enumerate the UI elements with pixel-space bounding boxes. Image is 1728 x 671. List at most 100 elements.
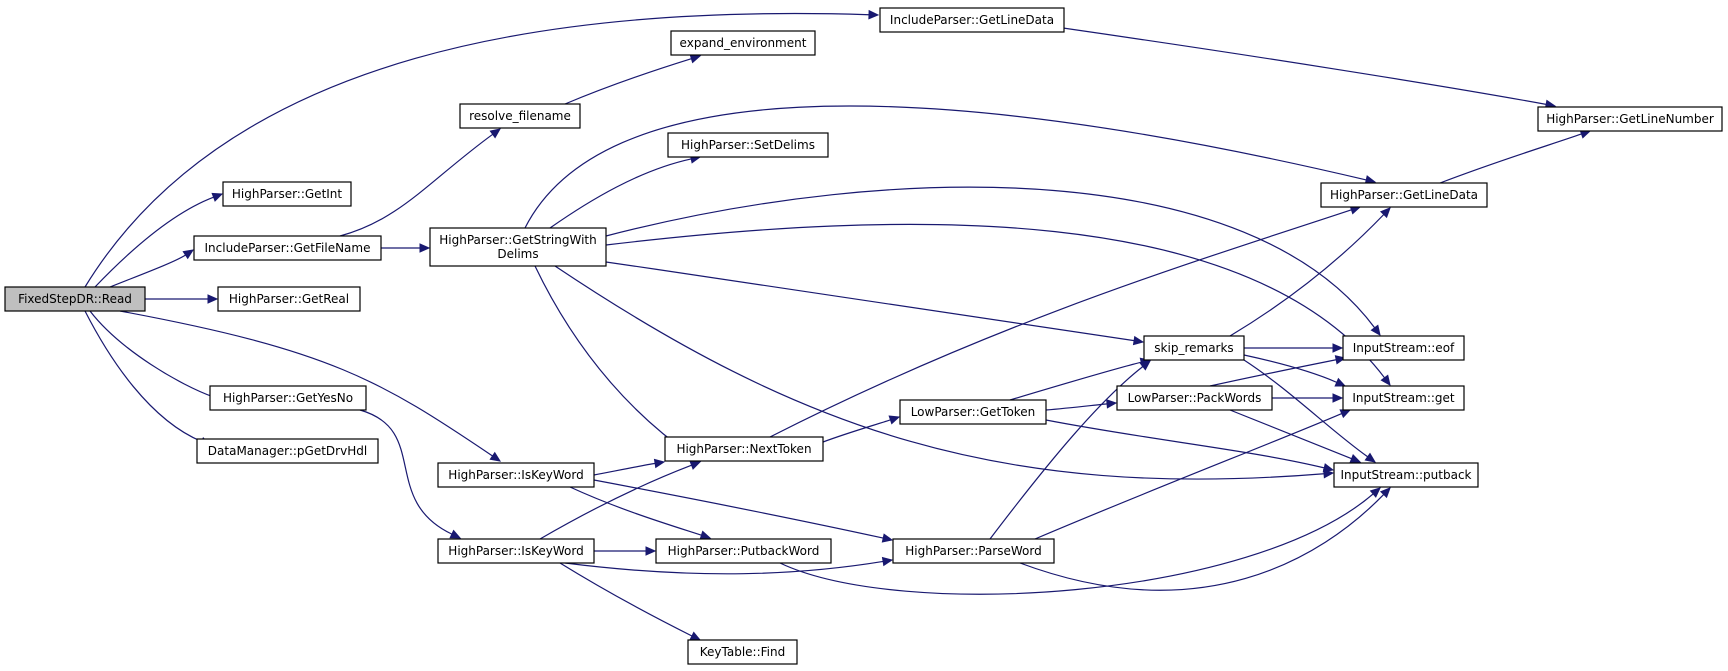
- node-box: [879, 7, 1065, 33]
- edge-line: [1009, 361, 1142, 401]
- node-box: [1342, 335, 1465, 361]
- node-label: expand_environment: [680, 36, 807, 50]
- node-box: [209, 385, 367, 411]
- edge-fixedstep_read-to-dm_pgetdrvhdl: [84, 310, 212, 446]
- node-box: [1143, 335, 1245, 361]
- arrowhead: [449, 529, 462, 539]
- edge-hp_getstringwithdelims-to-skip_remarks: [605, 261, 1145, 346]
- edge-line: [84, 310, 202, 443]
- edge-line: [1034, 412, 1342, 540]
- edge-line: [564, 560, 884, 575]
- node-box: [1537, 106, 1723, 132]
- node-hp_putbackword[interactable]: HighParser::PutbackWord: [655, 538, 832, 564]
- edge-hp_getyesno-to-hp_iskeyword2: [359, 409, 462, 539]
- node-label: Delims: [497, 247, 538, 261]
- edge-ip_getfilename-to-resolve_filename: [339, 128, 501, 237]
- node-box: [4, 286, 146, 312]
- node-is_putback[interactable]: InputStream::putback: [1333, 462, 1479, 488]
- node-hp_getlinedata[interactable]: HighParser::GetLineData: [1320, 182, 1488, 208]
- node-label: HighParser::GetStringWith: [439, 233, 596, 247]
- node-lp_packwords[interactable]: LowParser::PackWords: [1116, 385, 1273, 411]
- node-label: HighParser::ParseWord: [905, 544, 1041, 558]
- edge-line: [84, 12, 870, 288]
- edge-hp_iskeyword2-to-kt_find: [559, 562, 702, 641]
- node-dm_pgetdrvhdl[interactable]: DataManager::pGetDrvHdl: [196, 438, 379, 464]
- node-lp_gettoken[interactable]: LowParser::GetToken: [899, 399, 1047, 425]
- edge-hp_getstringwithdelims-to-is_eof: [605, 186, 1381, 336]
- edge-hp_iskeyword1-to-hp_parseword: [593, 479, 894, 543]
- edge-line: [779, 493, 1374, 595]
- node-box: [655, 538, 832, 564]
- edge-hp_putbackword-to-is_putback: [779, 487, 1381, 595]
- nodes-layer: FixedStepDR::Read IncludeParser::GetLineD…: [4, 7, 1723, 665]
- node-resolve_filename[interactable]: resolve_filename: [459, 103, 581, 129]
- edge-line: [1045, 419, 1325, 469]
- edge-line: [1209, 359, 1337, 387]
- edge-fixedstep_read-to-hp_getreal: [145, 294, 219, 304]
- edge-include_getlinedata-to-hp_getlinenumber: [1062, 27, 1557, 109]
- arrowhead: [1379, 207, 1391, 219]
- edge-line: [989, 366, 1144, 540]
- arrowhead: [868, 9, 880, 20]
- edge-hp_getstringwithdelims-to-hp_nexttoken: [534, 265, 702, 462]
- node-hp_parseword[interactable]: HighParser::ParseWord: [892, 538, 1055, 564]
- node-label: FixedStepDR::Read: [18, 292, 132, 306]
- node-kt_find[interactable]: KeyTable::Find: [687, 639, 798, 665]
- edge-line: [549, 158, 692, 229]
- node-box: [459, 103, 581, 129]
- node-hp_iskeyword1[interactable]: HighParser::IsKeyWord: [437, 462, 595, 488]
- node-hp_getint[interactable]: HighParser::GetInt: [222, 181, 352, 207]
- node-box: [664, 436, 824, 462]
- node-is_eof[interactable]: InputStream::eof: [1342, 335, 1465, 361]
- node-label: InputStream::eof: [1353, 341, 1455, 355]
- edge-line: [593, 462, 656, 476]
- node-expand_environment[interactable]: expand_environment: [670, 30, 816, 56]
- node-fixedstep_read[interactable]: FixedStepDR::Read: [4, 286, 146, 312]
- edge-line: [605, 223, 1386, 379]
- edge-lp_packwords-to-is_putback: [1229, 409, 1362, 463]
- edge-line: [1229, 409, 1352, 460]
- node-label: HighParser::GetLineNumber: [1546, 112, 1714, 126]
- node-hp_getyesno[interactable]: HighParser::GetYesNo: [209, 385, 367, 411]
- edge-line: [524, 105, 1367, 229]
- arrowhead: [1339, 409, 1352, 419]
- arrowhead: [881, 533, 894, 543]
- node-label: HighParser::IsKeyWord: [448, 544, 583, 558]
- node-ip_getfilename[interactable]: IncludeParser::GetFileName: [193, 235, 382, 261]
- edge-hp_getstringwithdelims-to-is_get: [605, 223, 1391, 386]
- node-hp_setdelims[interactable]: HighParser::SetDelims: [667, 132, 829, 158]
- node-label: HighParser::PutbackWord: [668, 544, 820, 558]
- edge-skip_remarks-to-hp_getlinedata: [1229, 207, 1391, 337]
- edge-resolve_filename-to-expand_environment: [564, 54, 702, 105]
- edge-hp_parseword-to-skip_remarks: [989, 360, 1151, 540]
- node-hp_nexttoken[interactable]: HighParser::NextToken: [664, 436, 824, 462]
- node-hp_getreal[interactable]: HighParser::GetReal: [217, 286, 361, 312]
- edge-line: [569, 486, 702, 536]
- edge-line: [605, 186, 1376, 329]
- node-box: [687, 639, 798, 665]
- node-include_getlinedata[interactable]: IncludeParser::GetLineData: [879, 7, 1065, 33]
- node-box: [222, 181, 352, 207]
- edge-lp_packwords-to-is_get: [1272, 393, 1344, 403]
- edge-line: [119, 310, 493, 457]
- edge-hp_parseword-to-is_putback: [1019, 487, 1391, 591]
- node-hp_iskeyword2[interactable]: HighParser::IsKeyWord: [437, 538, 595, 564]
- node-hp_getlinenumber[interactable]: HighParser::GetLineNumber: [1537, 106, 1723, 132]
- node-box: [1320, 182, 1488, 208]
- edge-line: [769, 209, 1352, 438]
- edge-line: [593, 479, 884, 539]
- arrowhead: [1369, 487, 1381, 498]
- node-label: IncludeParser::GetLineData: [890, 13, 1054, 27]
- arrowhead: [888, 415, 901, 425]
- edge-ip_getfilename-to-hp_getstringwithdelims: [381, 243, 431, 253]
- arrowhead: [1139, 360, 1151, 371]
- edge-line: [605, 261, 1135, 342]
- node-skip_remarks[interactable]: skip_remarks: [1143, 335, 1245, 361]
- node-label: DataManager::pGetDrvHdl: [208, 444, 367, 458]
- node-is_get[interactable]: InputStream::get: [1342, 385, 1465, 411]
- edge-hp_getstringwithdelims-to-hp_getlinedata: [524, 105, 1377, 229]
- node-label: InputStream::putback: [1340, 468, 1471, 482]
- node-label: HighParser::SetDelims: [681, 138, 815, 152]
